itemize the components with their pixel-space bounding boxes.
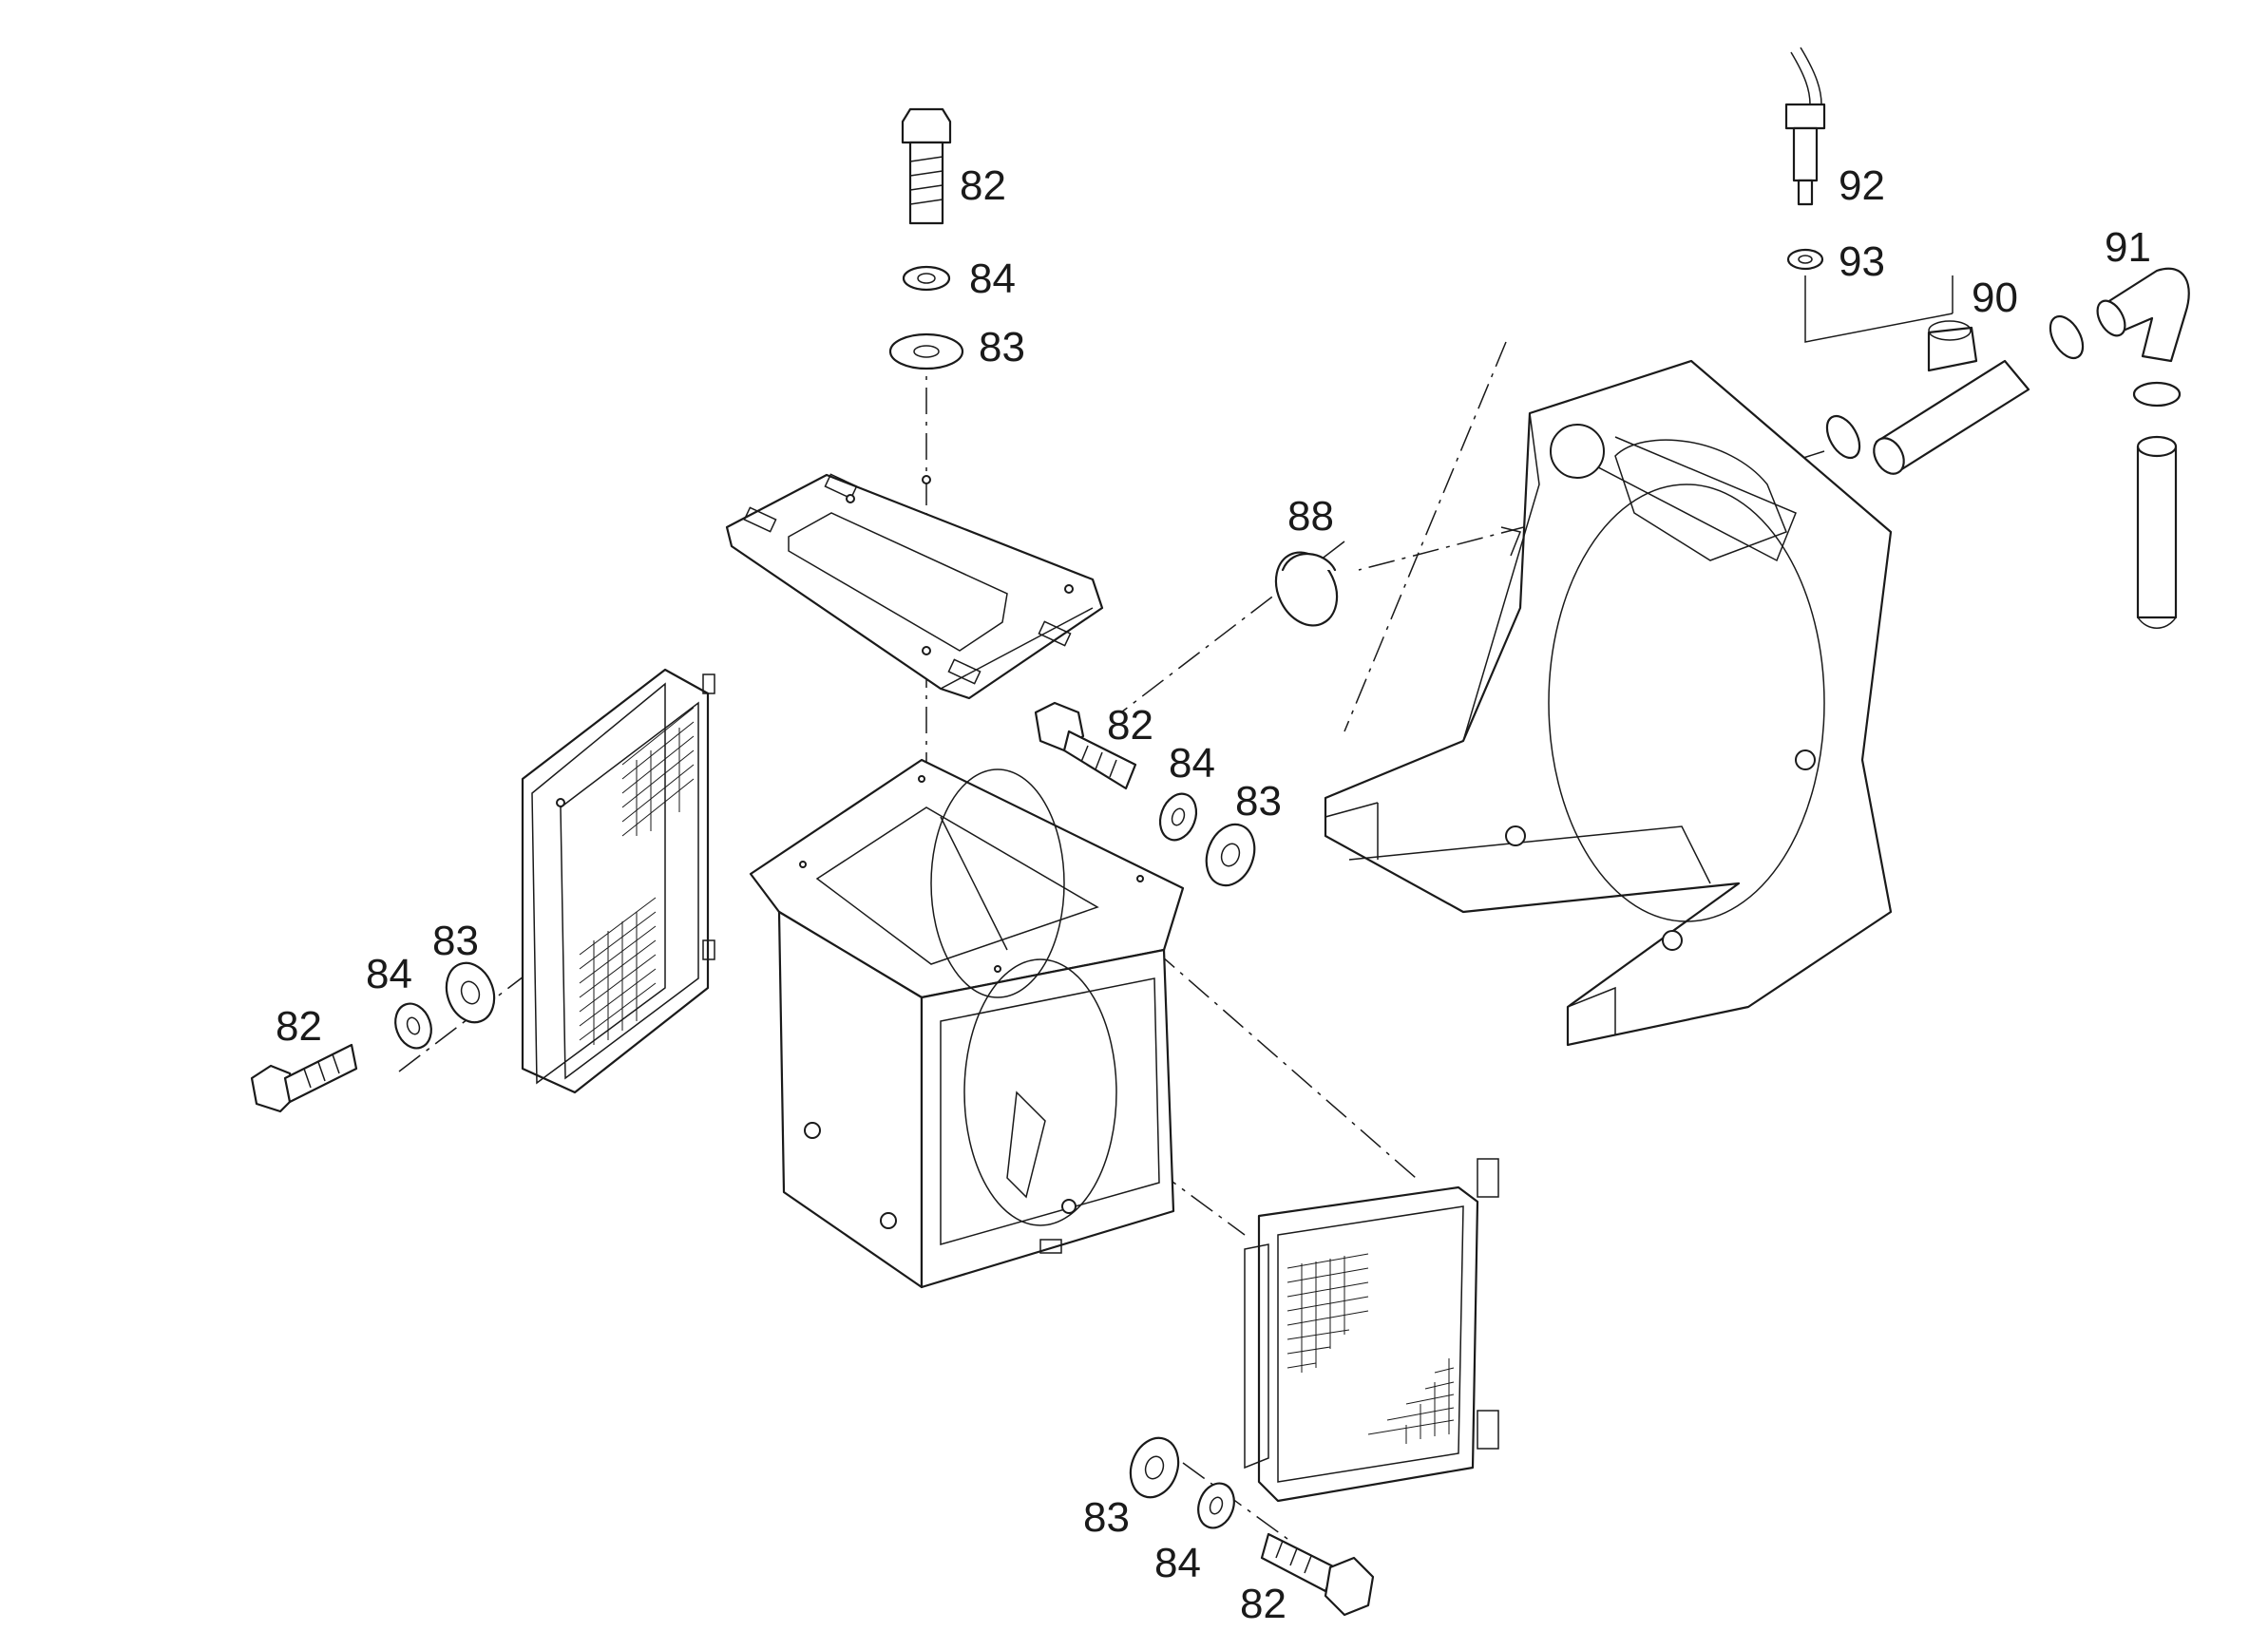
callout-83-middle-washer: 83 bbox=[1235, 778, 1282, 825]
flat-washer-middle bbox=[1205, 823, 1256, 887]
callout-90-tee: 90 bbox=[1972, 275, 2018, 321]
fan-support-bracket bbox=[1324, 359, 1893, 1047]
level-sensor-92 bbox=[1784, 47, 1826, 206]
callout-82-bottom-bolt: 82 bbox=[1240, 1581, 1286, 1627]
hose-clamp-right bbox=[2049, 314, 2085, 360]
top-mounting-plate bbox=[725, 473, 1104, 700]
callout-92-sensor: 92 bbox=[1839, 162, 1885, 209]
bolt-top bbox=[901, 107, 952, 225]
callout-91-elbow: 91 bbox=[2105, 224, 2151, 271]
bolt-left bbox=[250, 1043, 358, 1113]
fan-housing bbox=[749, 758, 1185, 1289]
tee-pipe-90 bbox=[1873, 320, 2030, 475]
hose-clamp-lower bbox=[2132, 381, 2182, 408]
callout-84-left-washer: 84 bbox=[366, 951, 412, 997]
flat-washer-top bbox=[888, 332, 964, 370]
left-cooler-core bbox=[521, 668, 715, 1094]
cap-88 bbox=[1274, 551, 1339, 627]
bolt-middle bbox=[1034, 701, 1137, 790]
flat-washer-bottom bbox=[1129, 1436, 1180, 1499]
callout-83-left-washer: 83 bbox=[432, 918, 479, 964]
callout-93-seal: 93 bbox=[1839, 238, 1885, 285]
seal-ring-93 bbox=[1786, 248, 1824, 271]
right-cooler-core bbox=[1244, 1158, 1499, 1503]
lock-washer-top bbox=[902, 265, 951, 292]
callout-83-bottom-washer: 83 bbox=[1083, 1494, 1130, 1541]
lock-washer-middle bbox=[1158, 792, 1198, 842]
flat-washer-left bbox=[445, 961, 496, 1024]
callout-88-cap: 88 bbox=[1287, 493, 1334, 540]
callout-84-top-washer: 84 bbox=[969, 256, 1016, 302]
callout-84-middle-washer: 84 bbox=[1169, 740, 1215, 787]
bolt-bottom bbox=[1260, 1532, 1375, 1617]
elbow-hose-91 bbox=[2096, 267, 2190, 363]
hose-clamp-left bbox=[1825, 414, 1861, 460]
callout-82-top-bolt: 82 bbox=[960, 162, 1006, 209]
hose-pipe bbox=[2136, 435, 2178, 629]
callout-83-top-washer: 83 bbox=[979, 324, 1025, 370]
lock-washer-left bbox=[394, 1002, 432, 1050]
callout-84-bottom-washer: 84 bbox=[1154, 1540, 1201, 1586]
callout-82-middle-bolt: 82 bbox=[1107, 702, 1153, 749]
callout-82-left-bolt: 82 bbox=[276, 1003, 322, 1050]
callout-labels: 82 84 83 82 84 83 83 84 82 83 84 82 88 9… bbox=[276, 162, 2151, 1627]
lock-washer-bottom bbox=[1197, 1482, 1235, 1529]
